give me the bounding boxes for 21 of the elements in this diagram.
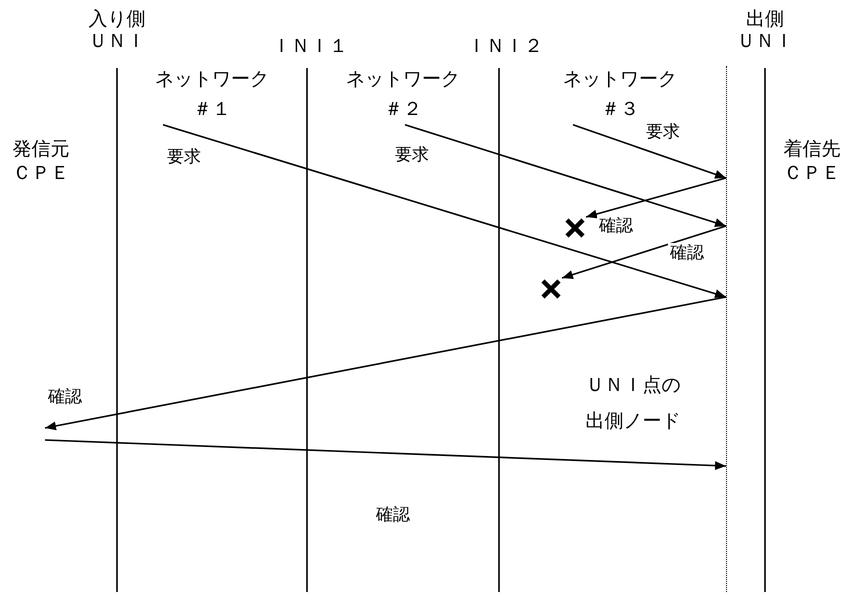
cross-mark <box>540 278 562 300</box>
arrow <box>404 124 726 228</box>
cross-mark <box>564 217 586 239</box>
lifeline-heading: 入り側 <box>88 8 146 32</box>
lifeline-heading: 出側 <box>745 8 785 32</box>
arrow <box>44 296 726 431</box>
lifeline-heading: ＵＮＩ <box>88 30 146 54</box>
arrow <box>44 439 726 470</box>
arrow <box>572 124 726 180</box>
lifeline-heading: ＩＮＩ２ <box>466 35 544 59</box>
arrow <box>162 124 726 299</box>
network-label: ネットワーク＃２ <box>343 64 463 125</box>
arrow <box>562 225 726 280</box>
dotted-lifeline <box>726 66 728 592</box>
endpoint-label: 発信元ＣＰＥ <box>12 138 70 186</box>
network-label: ネットワーク＃１ <box>152 64 272 125</box>
lifeline-heading: ＵＮＩ <box>736 30 794 54</box>
lifeline-heading: ＩＮＩ１ <box>271 35 349 59</box>
endpoint-label: 着信先ＣＰＥ <box>782 138 842 186</box>
node-caption: ＵＮＩ点の出側ノード <box>584 373 682 434</box>
arrow <box>586 177 726 219</box>
